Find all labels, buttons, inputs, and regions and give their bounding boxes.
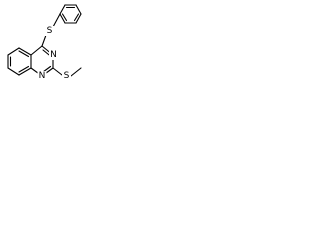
bond-phenyl-sulfur — [52, 13, 61, 28]
atom-label: S — [47, 26, 53, 36]
double-bond — [73, 13, 80, 22]
bond — [59, 13, 66, 24]
bond — [7, 67, 20, 76]
bond-sulfur-c4 — [41, 34, 47, 47]
bond — [59, 4, 66, 15]
bond — [7, 47, 20, 56]
atom-sulfur-phenylthio: S — [45, 26, 54, 36]
atom-nitrogen-3: N — [49, 50, 58, 60]
atom-label: S — [64, 71, 70, 81]
atom-label: N — [50, 50, 57, 60]
double-bond — [61, 13, 68, 22]
molecule-structure: S N N S — [7, 4, 82, 81]
bond-sulfur-methyl — [70, 67, 82, 77]
bond — [18, 67, 32, 76]
double-bond — [18, 65, 30, 73]
bond-c2-sulfur — [52, 67, 63, 76]
bond — [75, 4, 82, 15]
benzo-ring — [7, 47, 32, 76]
bond — [30, 45, 43, 56]
atom-sulfur-methylthio: S — [62, 71, 71, 81]
double-bond — [18, 50, 30, 58]
atom-label: N — [39, 71, 46, 81]
bond — [18, 47, 32, 56]
bond — [75, 13, 82, 24]
atom-nitrogen-1: N — [37, 71, 47, 81]
phenyl-ring — [59, 4, 82, 24]
